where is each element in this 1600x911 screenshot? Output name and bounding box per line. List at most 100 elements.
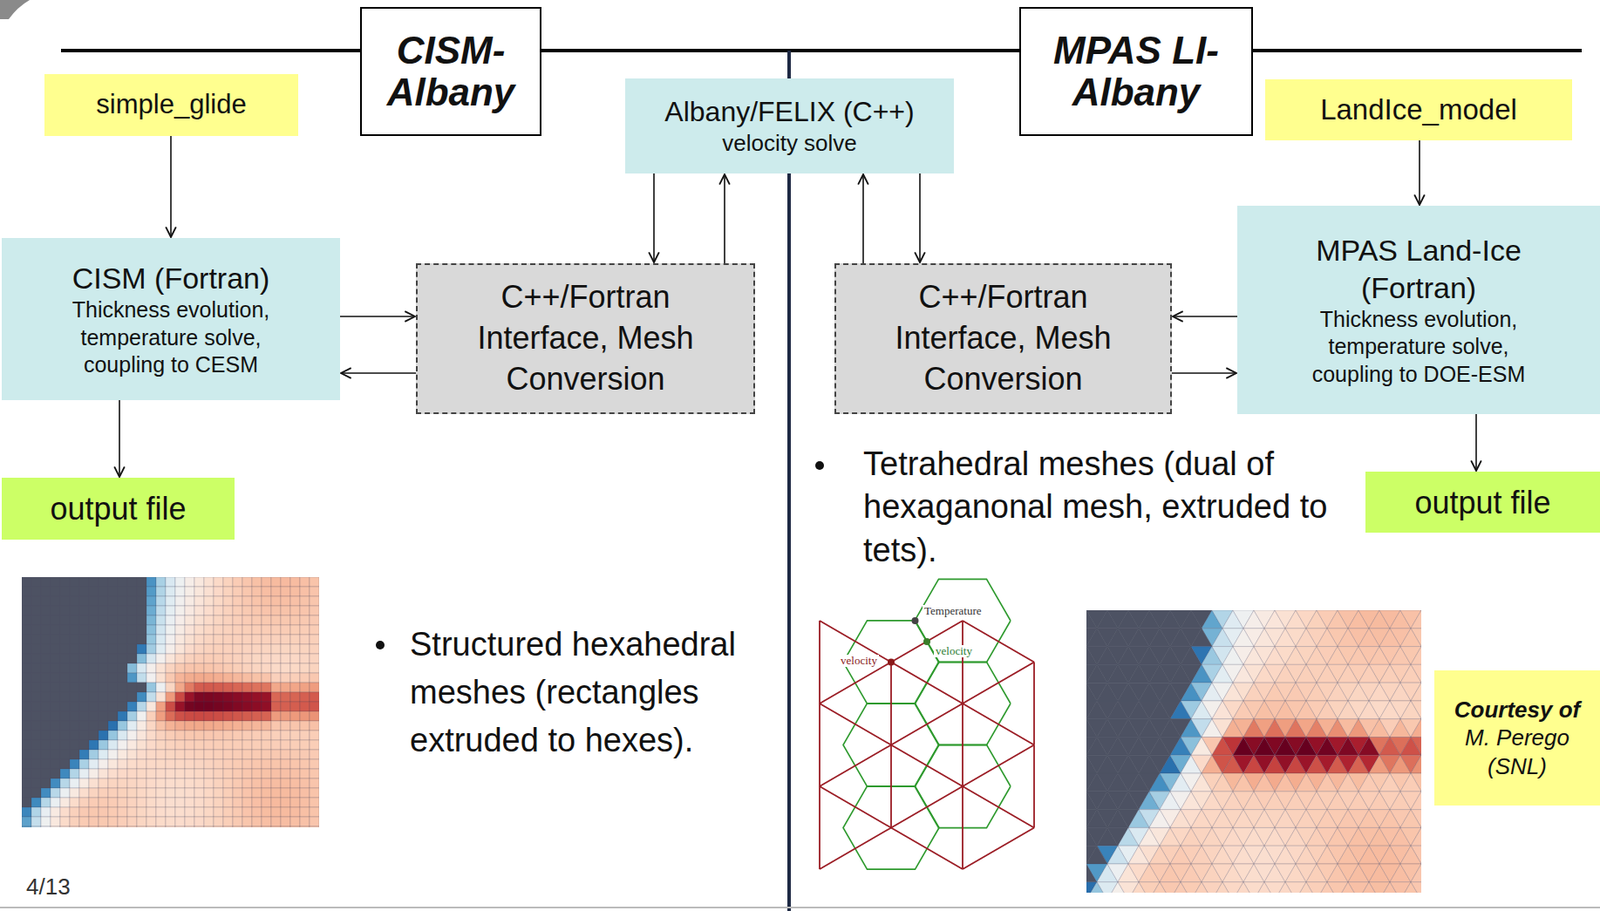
mesh-cell — [50, 692, 61, 702]
mesh-cell — [184, 807, 195, 818]
interface-box: C++/Fortran Interface, Mesh Conversion — [834, 263, 1172, 415]
mesh-cell — [299, 788, 310, 798]
mesh-cell — [242, 586, 252, 597]
mesh-cell — [1400, 664, 1422, 683]
mesh-cell — [79, 721, 89, 731]
mesh-cell — [213, 586, 224, 597]
mesh-cell — [223, 625, 233, 635]
mesh-cell — [156, 826, 166, 828]
mesh-cell — [309, 682, 320, 693]
mesh-cell — [261, 778, 272, 789]
corner-mark — [0, 0, 30, 20]
mesh-cell — [21, 769, 32, 779]
mesh-cell — [280, 749, 291, 760]
mesh-cell — [88, 634, 99, 645]
mesh-cell — [1149, 845, 1171, 865]
mesh-cell — [232, 730, 243, 741]
mesh-cell — [184, 644, 195, 654]
mesh-cell — [309, 788, 320, 798]
connector-arrow — [1475, 414, 1478, 471]
mesh-cell — [50, 721, 61, 731]
mesh-cell — [204, 749, 214, 760]
mesh-cell — [299, 711, 310, 722]
mesh-cell — [98, 797, 109, 808]
mesh-cell — [251, 807, 262, 818]
mesh-cell — [31, 692, 41, 702]
mesh-cell — [60, 673, 70, 683]
mesh-cell — [69, 586, 80, 597]
mesh-cell — [21, 759, 32, 770]
mesh-cell — [156, 769, 166, 779]
mesh-cell — [127, 673, 137, 683]
mesh-cell — [60, 788, 70, 798]
mesh-cell — [117, 682, 128, 693]
mesh-cell — [1086, 845, 1108, 865]
mesh-cell — [204, 740, 214, 750]
mesh-cell — [31, 663, 41, 674]
mesh-cell — [69, 749, 80, 760]
mesh-cell — [1107, 810, 1129, 829]
mesh-cell — [1316, 882, 1338, 893]
mesh-cell — [242, 701, 252, 712]
mesh-cell — [299, 673, 310, 683]
mesh-cell — [156, 653, 166, 664]
mesh-cell — [290, 788, 300, 798]
mesh-cell — [165, 701, 176, 712]
mesh-cell — [1358, 664, 1380, 683]
mesh-cell — [204, 711, 214, 722]
mesh-cell — [271, 625, 281, 635]
mesh-cell — [21, 605, 32, 616]
mesh-cell — [175, 759, 185, 770]
mesh-cell — [194, 634, 205, 645]
mesh-cell — [40, 721, 51, 731]
mesh-cell — [271, 577, 281, 587]
mesh-cell — [108, 740, 118, 750]
mesh-cell — [1316, 664, 1338, 683]
mesh-cell — [242, 673, 252, 683]
mesh-cell — [40, 759, 51, 770]
mesh-cell — [136, 692, 147, 702]
mesh-cell — [21, 749, 32, 760]
mesh-cell — [280, 817, 291, 827]
mesh-cell — [40, 740, 51, 750]
mesh-cell — [251, 682, 262, 693]
mesh-cell — [175, 797, 185, 808]
mesh-cell — [309, 625, 320, 635]
mesh-cell — [146, 615, 157, 626]
mesh-cell — [1274, 882, 1296, 893]
mesh-cell — [156, 711, 166, 722]
mesh-cell — [117, 577, 128, 587]
mesh-cell — [146, 605, 157, 616]
mesh-cell — [280, 653, 291, 664]
mesh-cell — [98, 586, 109, 597]
mesh-cell — [98, 749, 109, 760]
mesh-cell — [261, 653, 272, 664]
mesh-cell — [1149, 736, 1171, 756]
mesh-cell — [299, 749, 310, 760]
mesh-cell — [213, 759, 224, 770]
mesh-cell — [21, 711, 32, 722]
mesh-cell — [204, 586, 214, 597]
mesh-cell — [251, 730, 262, 741]
mesh-cell — [146, 673, 157, 683]
mesh-cell — [60, 586, 70, 597]
mesh-cell — [40, 596, 51, 606]
mesh-cell — [223, 605, 233, 616]
mesh-cell — [175, 644, 185, 654]
mesh-cell — [60, 682, 70, 693]
mesh-cell — [79, 740, 89, 750]
connector-arrow — [723, 174, 726, 264]
mesh-cell — [165, 740, 176, 750]
mesh-cell — [156, 759, 166, 770]
mesh-cell — [88, 778, 99, 789]
mesh-cell — [156, 615, 166, 626]
mesh-cell — [136, 826, 147, 828]
mesh-cell — [79, 788, 89, 798]
mesh-cell — [1128, 701, 1150, 720]
box-body: Thickness evolution, temperature solve, … — [1287, 306, 1550, 389]
mesh-cell — [194, 788, 205, 798]
mesh-cell — [261, 759, 272, 770]
mesh-cell — [223, 586, 233, 597]
mesh-cell — [204, 817, 214, 827]
mesh-cell — [184, 653, 195, 664]
